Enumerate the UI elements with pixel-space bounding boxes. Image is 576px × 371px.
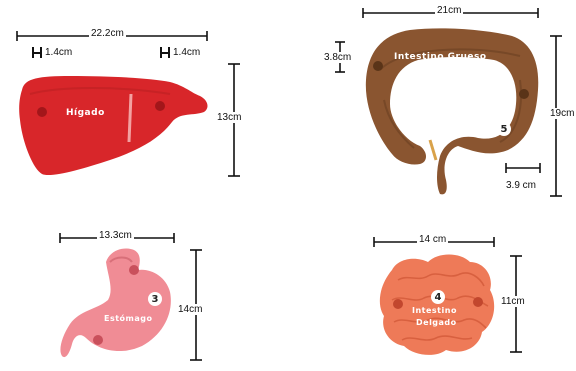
liver-spot-right	[155, 101, 165, 111]
large-intestine-appendix	[430, 140, 436, 160]
large-intestine-thickness-bottom-line	[506, 163, 540, 173]
large-intestine-number-badge: 5	[497, 122, 511, 136]
liver-height-label: 13cm	[216, 112, 242, 123]
liver-spot-left	[37, 107, 47, 117]
large-intestine-thickness-bottom-label: 3.9 cm	[506, 180, 536, 191]
stomach-number-badge: 3	[148, 292, 162, 306]
liver-lobe-left-marker	[33, 47, 41, 58]
large-intestine-height-label: 19cm	[549, 108, 575, 119]
small-intestine-width-label: 14 cm	[417, 234, 448, 245]
small-intestine-height-label: 11cm	[500, 296, 526, 307]
large-intestine-spot-left	[373, 61, 383, 71]
small-intestine-name-line1: Intestino	[412, 306, 457, 315]
large-intestine-width-label: 21cm	[435, 5, 463, 16]
liver-lobe-right-marker	[161, 47, 169, 58]
stomach-width-label: 13.3cm	[97, 230, 134, 241]
liver-lobe-right-label: 1.4cm	[173, 47, 200, 58]
small-intestine-spot-right	[473, 297, 483, 307]
stomach-spot-left	[93, 335, 103, 345]
liver-lobe-left-label: 1.4cm	[45, 47, 72, 58]
liver-name-label: Hígado	[66, 108, 105, 118]
liver-width-label: 22.2cm	[89, 28, 126, 39]
liver-ligament	[129, 94, 131, 142]
small-intestine-number-badge: 4	[431, 290, 445, 304]
large-intestine-name-label: Intestino Grueso	[394, 52, 487, 62]
small-intestine-name-line2: Delgado	[416, 318, 457, 327]
stomach-height-label: 14cm	[177, 304, 203, 315]
stomach-name-label: Estómago	[104, 314, 153, 323]
large-intestine-spot-right	[519, 89, 529, 99]
large-intestine-thickness-top-label: 3.8cm	[323, 52, 352, 63]
stomach-spot-top	[129, 265, 139, 275]
small-intestine-spot-left	[393, 299, 403, 309]
